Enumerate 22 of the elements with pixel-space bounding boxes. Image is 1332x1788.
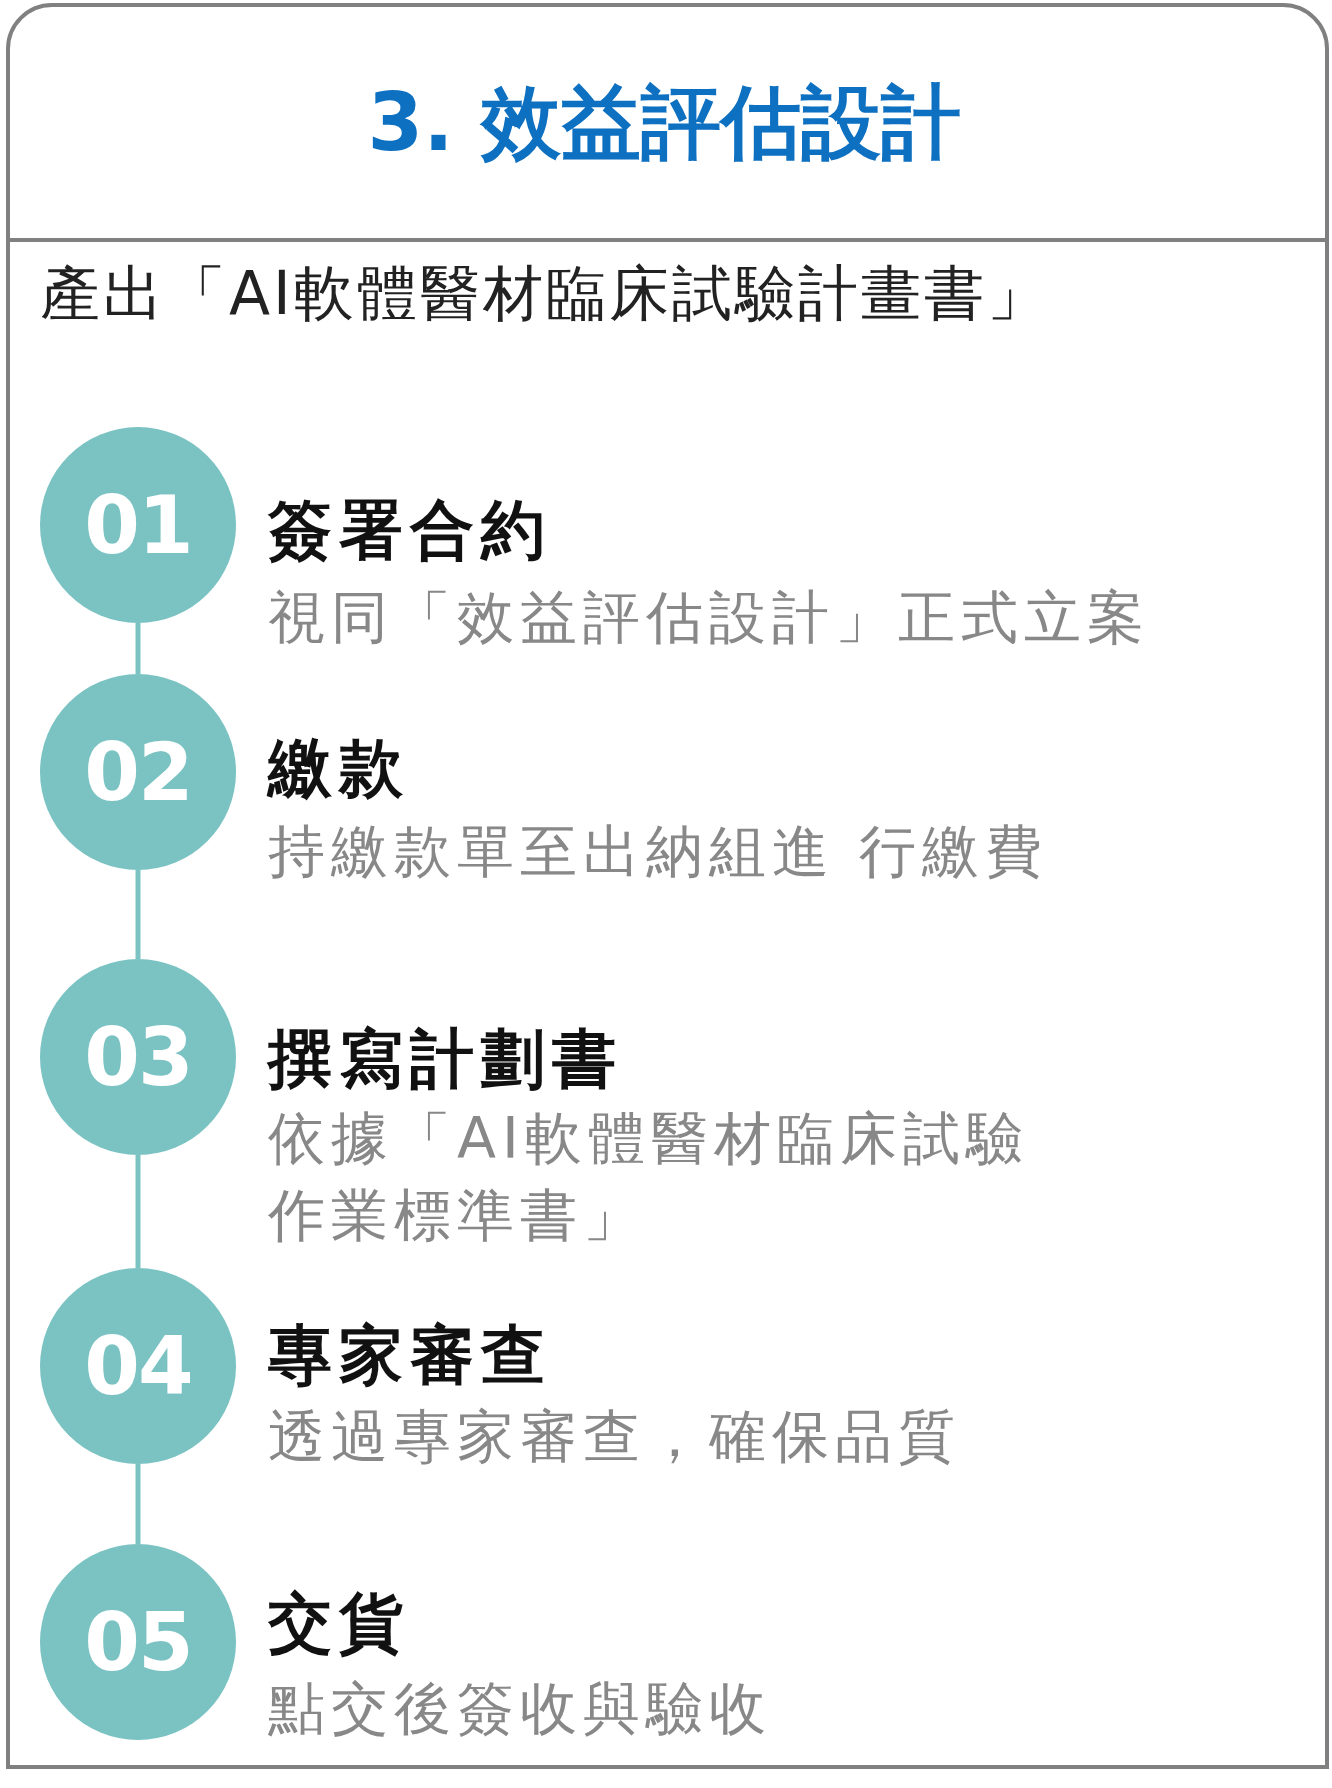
number-circle: 02 [40,674,236,870]
step-heading: 撰寫計劃書 [268,1021,623,1097]
connector-line [135,870,141,959]
step-description: 視同「效益評估設計」正式立案 [268,583,1151,652]
subtitle: 產出「AI軟體醫材臨床試驗計畫書」 [40,257,1050,330]
card-title: 3. 效益評估設計 [367,75,962,171]
number-circle: 01 [40,427,236,623]
step-description: 持繳款單至出納組進 行繳費 [268,817,1050,886]
connector-line [135,623,141,674]
step-heading: 繳款 [268,730,410,806]
step-description: 點交後簽收與驗收 [268,1674,773,1743]
number-circle: 04 [40,1268,236,1464]
step-heading: 交貨 [268,1585,410,1661]
step-heading: 專家審查 [268,1317,552,1393]
step-heading: 簽署合約 [268,492,552,568]
connector-line [135,1155,141,1268]
number-circle: 03 [40,959,236,1155]
step-description: 透過專家審查，確保品質 [268,1402,962,1471]
connector-line [135,1464,141,1544]
number-circle: 05 [40,1544,236,1740]
card-frame [6,3,1329,1769]
step-description: 依據「AI軟體醫材臨床試驗作業標準書」 [268,1104,1030,1250]
